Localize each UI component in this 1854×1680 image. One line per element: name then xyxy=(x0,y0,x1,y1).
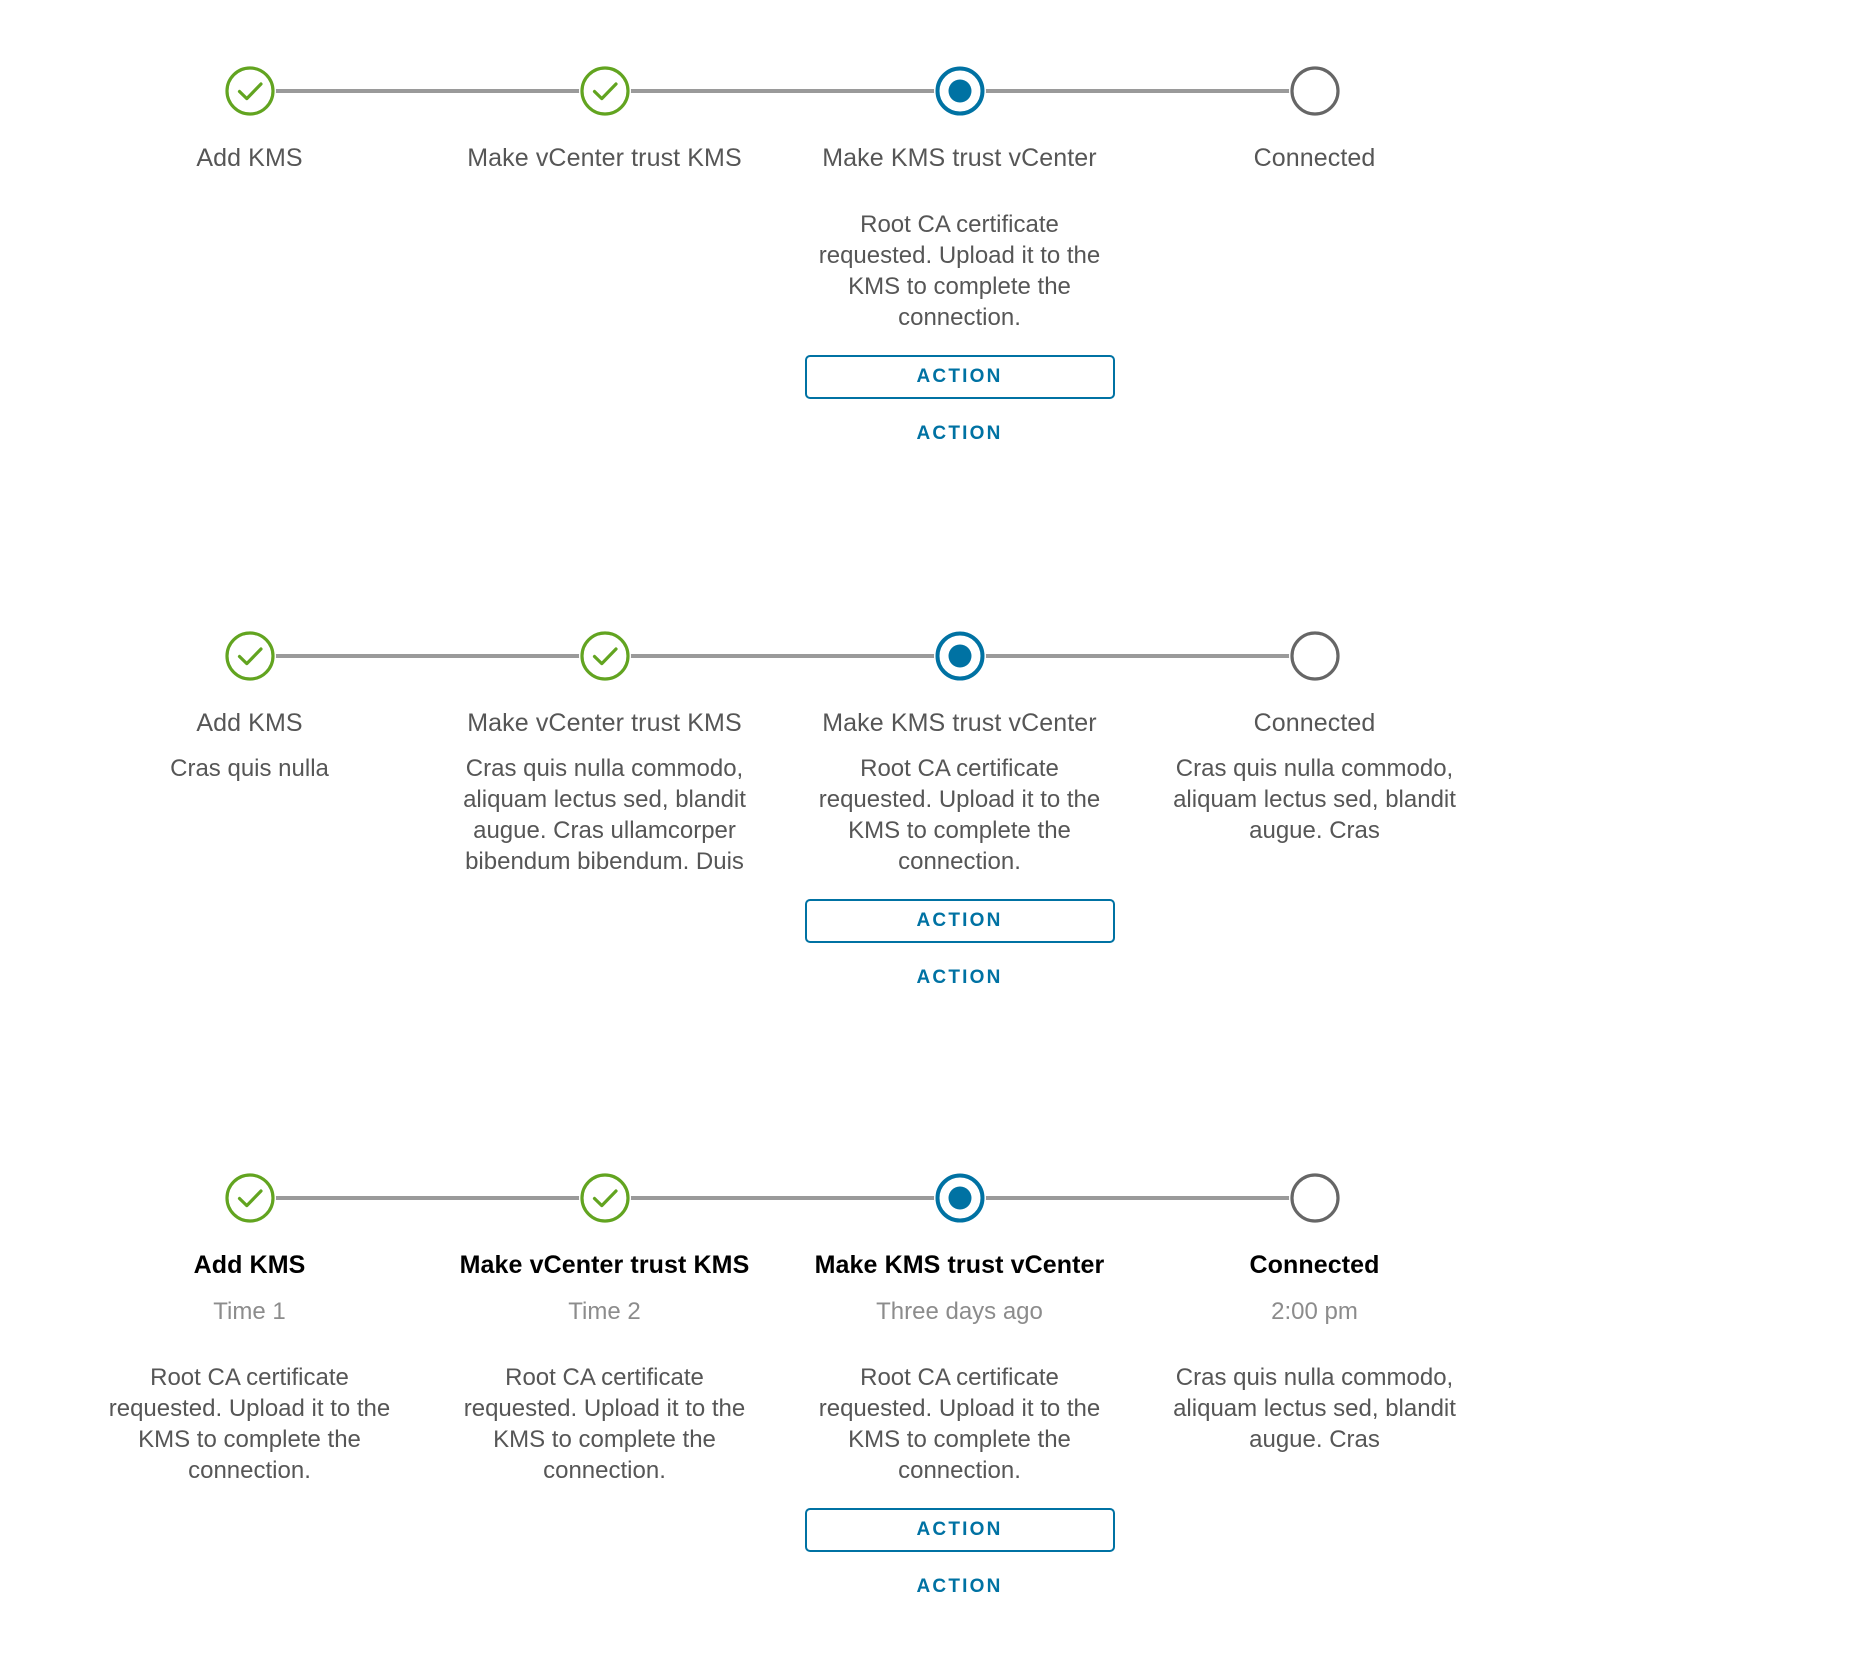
step-make-kms-trust-vcenter[interactable]: Make KMS trust vCenter Root CA certifica… xyxy=(782,62,1137,445)
step-label: Connected xyxy=(1253,709,1376,737)
marker-row xyxy=(72,1169,427,1227)
check-circle-icon[interactable] xyxy=(223,630,276,682)
stepper-with-timestamps: Add KMS Time 1 Root CA certificate reque… xyxy=(72,989,1492,1598)
marker-row xyxy=(1137,1169,1492,1227)
action-link[interactable]: ACTION xyxy=(910,1576,1008,1598)
step-label: Connected xyxy=(1249,1251,1380,1279)
step-description: Root CA certificate requested. Upload it… xyxy=(818,211,1101,331)
connector-right xyxy=(604,1196,782,1200)
step-label: Connected xyxy=(1253,144,1376,172)
step-description: Root CA certificate requested. Upload it… xyxy=(463,1364,746,1484)
connector-left xyxy=(1137,654,1315,658)
connector-right xyxy=(604,654,782,658)
current-dot-icon[interactable] xyxy=(933,1172,986,1224)
step-connected[interactable]: Connected 2:00 pm Cras quis nulla commod… xyxy=(1137,1169,1492,1598)
action-button[interactable]: ACTION xyxy=(804,355,1115,399)
step-label: Make vCenter trust KMS xyxy=(467,709,742,737)
step-make-vcenter-trust-kms[interactable]: Make vCenter trust KMS xyxy=(427,62,782,445)
marker-row xyxy=(1137,627,1492,685)
step-label: Add KMS xyxy=(196,144,303,172)
step-label: Make KMS trust vCenter xyxy=(814,1251,1105,1279)
connector-left xyxy=(427,1196,605,1200)
step-timestamp: Three days ago xyxy=(876,1298,1043,1325)
connector-left xyxy=(427,654,605,658)
step-description: Cras quis nulla commodo, aliquam lectus … xyxy=(1173,1364,1456,1453)
connector-left xyxy=(1137,1196,1315,1200)
step-connected[interactable]: Connected xyxy=(1137,62,1492,445)
stepper-with-descriptions: Add KMS Cras quis nulla Make vCenter tru… xyxy=(72,445,1492,989)
connector-right xyxy=(959,654,1137,658)
marker-row xyxy=(427,62,782,120)
connector-right xyxy=(249,89,427,93)
connector-right xyxy=(249,654,427,658)
marker-row xyxy=(782,627,1137,685)
step-timestamp: 2:00 pm xyxy=(1271,1298,1358,1325)
action-link[interactable]: ACTION xyxy=(910,967,1008,989)
connector-left xyxy=(1137,89,1315,93)
marker-row xyxy=(72,62,427,120)
connector-left xyxy=(782,1196,960,1200)
step-add-kms[interactable]: Add KMS xyxy=(72,62,427,445)
marker-row xyxy=(1137,62,1492,120)
step-description: Root CA certificate requested. Upload it… xyxy=(818,1364,1101,1484)
connector-right xyxy=(959,1196,1137,1200)
current-dot-icon[interactable] xyxy=(933,630,986,682)
step-make-kms-trust-vcenter[interactable]: Make KMS trust vCenter Three days ago Ro… xyxy=(782,1169,1137,1598)
marker-row xyxy=(72,627,427,685)
step-actions: ACTION ACTION xyxy=(782,355,1137,445)
connector-right xyxy=(604,89,782,93)
marker-row xyxy=(782,1169,1137,1227)
step-description: Root CA certificate requested. Upload it… xyxy=(818,755,1101,875)
step-label: Make KMS trust vCenter xyxy=(822,144,1097,172)
connector-left xyxy=(782,654,960,658)
connector-right xyxy=(249,1196,427,1200)
step-description: Cras quis nulla commodo, aliquam lectus … xyxy=(1173,755,1456,844)
connector-left xyxy=(427,89,605,93)
empty-circle-icon[interactable] xyxy=(1288,65,1341,117)
empty-circle-icon[interactable] xyxy=(1288,1172,1341,1224)
check-circle-icon[interactable] xyxy=(578,1172,631,1224)
check-circle-icon[interactable] xyxy=(223,65,276,117)
step-timestamp: Time 2 xyxy=(568,1298,641,1325)
action-button[interactable]: ACTION xyxy=(804,899,1115,943)
step-label: Add KMS xyxy=(193,1251,306,1279)
step-add-kms[interactable]: Add KMS Cras quis nulla xyxy=(72,627,427,989)
step-label: Make vCenter trust KMS xyxy=(467,144,742,172)
step-description: Root CA certificate requested. Upload it… xyxy=(108,1364,391,1484)
check-circle-icon[interactable] xyxy=(223,1172,276,1224)
check-circle-icon[interactable] xyxy=(578,630,631,682)
step-make-vcenter-trust-kms[interactable]: Make vCenter trust KMS Cras quis nulla c… xyxy=(427,627,782,989)
step-make-kms-trust-vcenter[interactable]: Make KMS trust vCenter Root CA certifica… xyxy=(782,627,1137,989)
check-circle-icon[interactable] xyxy=(578,65,631,117)
action-link[interactable]: ACTION xyxy=(910,423,1008,445)
step-description: Cras quis nulla commodo, aliquam lectus … xyxy=(463,755,746,875)
connector-right xyxy=(959,89,1137,93)
marker-row xyxy=(427,1169,782,1227)
step-actions: ACTION ACTION xyxy=(782,899,1137,989)
stepper-compact: Add KMS Make vCenter trust KMS xyxy=(72,0,1492,445)
action-button[interactable]: ACTION xyxy=(804,1508,1115,1552)
step-make-vcenter-trust-kms[interactable]: Make vCenter trust KMS Time 2 Root CA ce… xyxy=(427,1169,782,1598)
step-label: Make vCenter trust KMS xyxy=(459,1251,750,1279)
marker-row xyxy=(782,62,1137,120)
step-connected[interactable]: Connected Cras quis nulla commodo, aliqu… xyxy=(1137,627,1492,989)
current-dot-icon[interactable] xyxy=(933,65,986,117)
step-label: Make KMS trust vCenter xyxy=(822,709,1097,737)
step-timestamp: Time 1 xyxy=(213,1298,286,1325)
connector-left xyxy=(782,89,960,93)
step-add-kms[interactable]: Add KMS Time 1 Root CA certificate reque… xyxy=(72,1169,427,1598)
step-description: Cras quis nulla xyxy=(170,755,329,782)
step-actions: ACTION ACTION xyxy=(782,1508,1137,1598)
empty-circle-icon[interactable] xyxy=(1288,630,1341,682)
step-label: Add KMS xyxy=(196,709,303,737)
marker-row xyxy=(427,627,782,685)
